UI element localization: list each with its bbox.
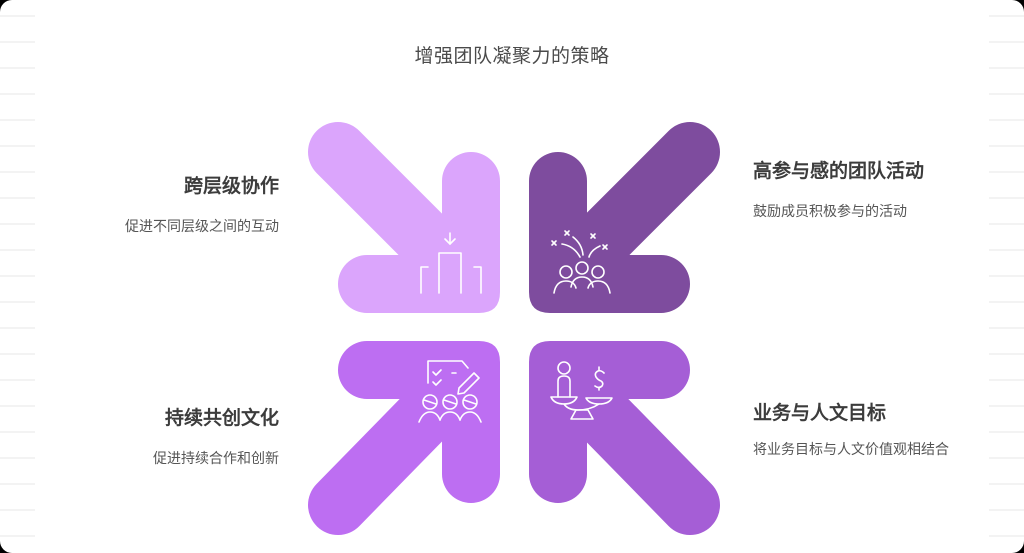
strategy-description: 鼓励成员积极参与的活动	[753, 204, 907, 220]
arrow-top-right	[529, 122, 720, 313]
strategy-title: 持续共创文化	[164, 407, 279, 429]
left-edge-decoration	[0, 0, 35, 553]
strategy-description: 将业务目标与人文价值观相结合	[753, 442, 949, 458]
right-edge-decoration	[989, 0, 1024, 553]
team-celebration-icon	[551, 230, 611, 294]
hierarchy-collaboration-icon	[420, 232, 482, 294]
arrow-bottom-right	[529, 341, 720, 535]
strategy-title: 业务与人文目标	[753, 402, 887, 424]
strategy-description: 促进持续合作和创新	[153, 451, 279, 467]
strategy-description: 促进不同层级之间的互动	[125, 219, 279, 235]
strategy-co-creation-culture: 持续共创文化 促进持续合作和创新	[19, 405, 279, 469]
co-creation-checklist-icon	[418, 360, 482, 423]
strategy-cross-level-collaboration: 跨层级协作 促进不同层级之间的互动	[19, 173, 279, 237]
arrow-bottom-left	[308, 341, 500, 535]
diagram-title: 增强团队凝聚力的策略	[414, 45, 610, 67]
strategy-business-humanistic-goals: 业务与人文目标 将业务目标与人文价值观相结合	[753, 400, 953, 460]
strategy-title: 跨层级协作	[183, 175, 279, 197]
strategy-high-engagement-activities: 高参与感的团队活动 鼓励成员积极参与的活动	[753, 158, 953, 222]
arrow-top-left	[308, 122, 500, 313]
strategy-title: 高参与感的团队活动	[753, 160, 925, 182]
balance-scale-icon	[550, 361, 613, 420]
